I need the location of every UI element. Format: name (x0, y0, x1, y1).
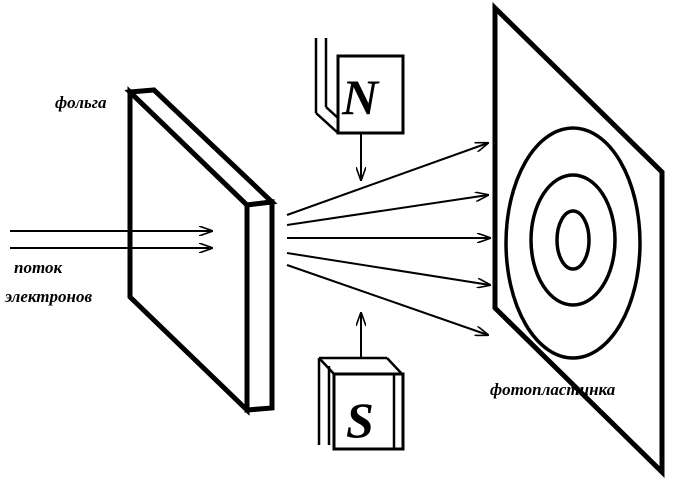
south-pole-face (332, 372, 405, 451)
foil (124, 86, 278, 416)
foil-side-edge (244, 199, 275, 413)
ray-2 (286, 195, 488, 226)
beam-label-line1: поток (14, 258, 62, 277)
photoplate (492, 2, 665, 478)
electron-beam (10, 231, 212, 248)
ray-1 (286, 143, 488, 216)
south-magnet (317, 313, 405, 451)
photoplate-frame (492, 2, 665, 478)
diffraction-ring-middle (529, 173, 617, 307)
north-pole-face (336, 54, 405, 135)
beam-label-line2: электронов (4, 287, 92, 306)
diffraction-ring-outer (504, 126, 642, 360)
scattered-rays (286, 143, 490, 335)
north-pole-label: N (341, 69, 380, 125)
photoplate-label: фотопластинка (490, 380, 616, 399)
diffraction-ring-inner (555, 209, 591, 271)
south-pole-label: S (346, 392, 374, 448)
foil-label: фольга (55, 93, 107, 112)
ray-5 (286, 264, 488, 335)
ray-4 (286, 252, 490, 285)
north-magnet (314, 38, 405, 180)
